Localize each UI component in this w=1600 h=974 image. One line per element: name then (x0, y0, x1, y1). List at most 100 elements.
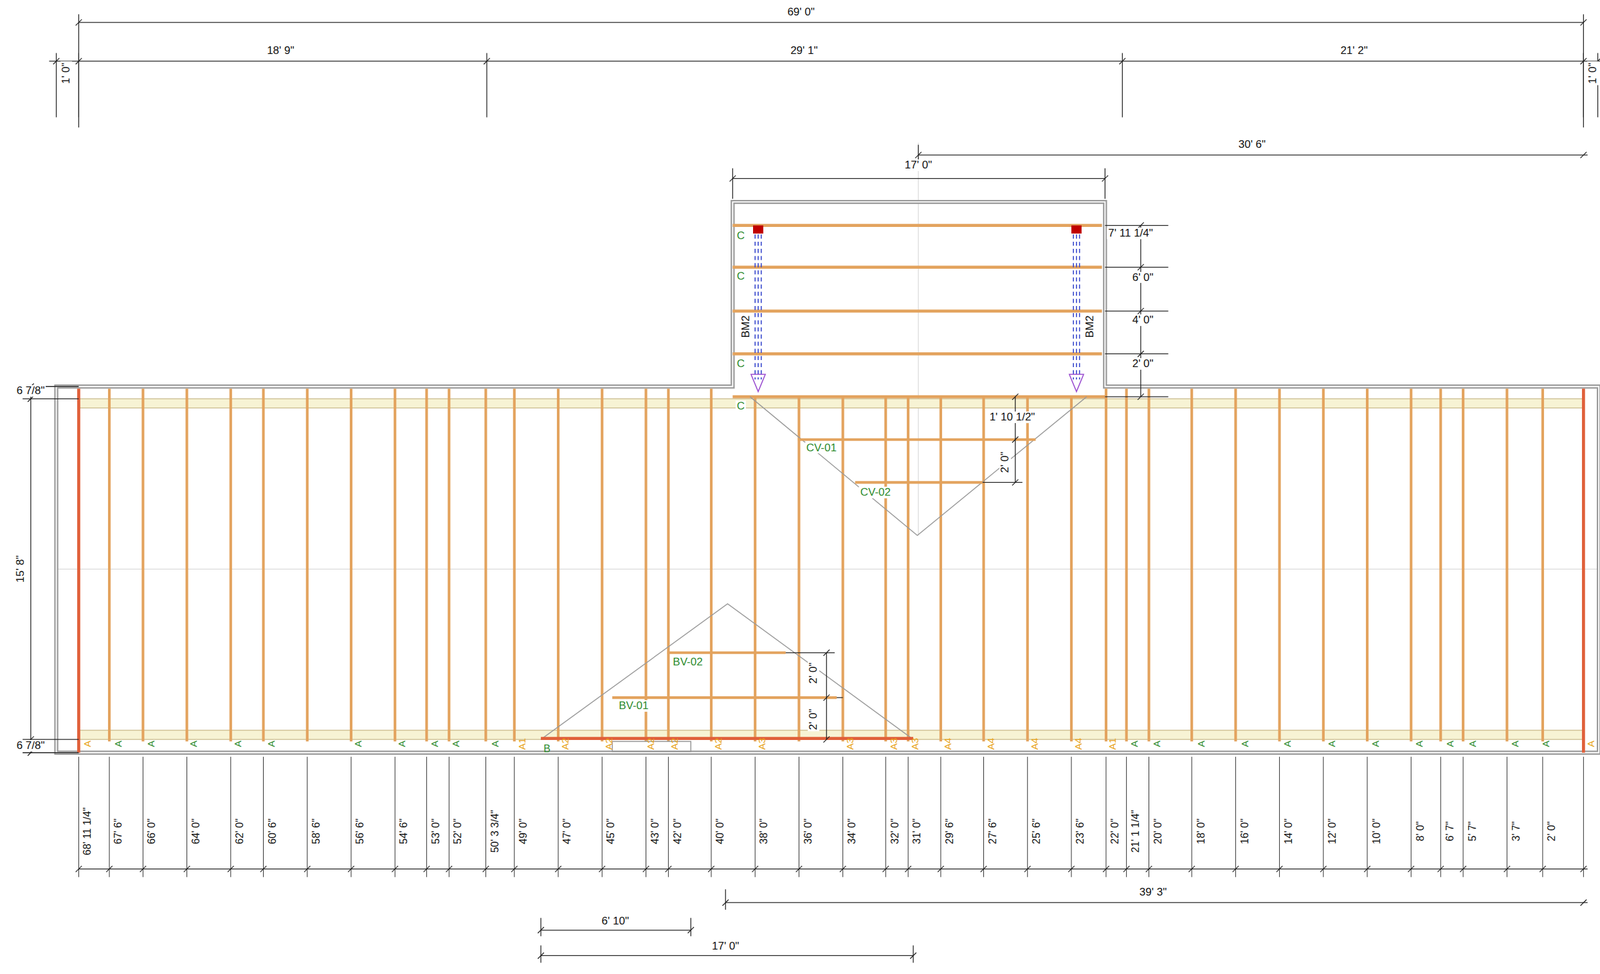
member-tag: A (450, 739, 462, 749)
rafter (393, 388, 397, 742)
member-tag: A (429, 739, 440, 749)
extension-line (1104, 225, 1168, 226)
extension-line (109, 756, 110, 878)
dimension-text: 7' 11 1/4" (1106, 227, 1154, 240)
dimension-tick (1119, 57, 1127, 65)
dimension-text: 36' 0" (802, 817, 814, 846)
dimension-line (918, 154, 1588, 155)
dimension-text: 8' 0" (1414, 820, 1426, 844)
rafter (753, 396, 757, 742)
dimension-text: 69' 0" (785, 6, 816, 19)
dimension-tick (1137, 351, 1145, 358)
dimension-text: 17' 0" (903, 159, 934, 172)
rafter (884, 396, 887, 742)
dimension-tick (1137, 308, 1145, 315)
dimension-text: 21' 1 1/4" (1130, 809, 1142, 855)
member-tag: C (735, 400, 746, 413)
dimension-tick (1012, 393, 1019, 400)
member-tag: C (735, 358, 746, 371)
dimension-text: 68' 11 1/4" (82, 806, 94, 857)
dimension-text: 17' 0" (710, 941, 741, 954)
member-tag: A3 (909, 736, 921, 752)
dimension-text: 20' 0" (1153, 817, 1164, 846)
extension-line (486, 52, 487, 118)
member-tag: A2 (713, 736, 724, 752)
extension-line (540, 945, 541, 964)
dimension-tick (1137, 393, 1145, 400)
dimension-text: 6 7/8" (15, 740, 47, 752)
dimension-tick (1145, 866, 1153, 873)
dimension-text: 54' 6" (398, 817, 410, 846)
dimension-tick (1504, 866, 1511, 873)
member-tag: A (1282, 739, 1294, 749)
rafter (1125, 388, 1128, 742)
extension-line (668, 756, 669, 878)
dimension-text: 58' 6" (310, 817, 322, 846)
extension-line (55, 52, 57, 118)
rafter (1104, 388, 1108, 742)
beam-line (1079, 234, 1081, 380)
dimension-tick (1407, 866, 1415, 873)
dimension-tick (1320, 866, 1327, 873)
dimension-tick (1363, 866, 1371, 873)
dimension-text: 3' 7" (1510, 820, 1522, 844)
dimension-text: 32' 0" (889, 817, 901, 846)
dimension-tick (1102, 866, 1110, 873)
dimension-tick (1459, 866, 1467, 873)
member-tag: A (1129, 739, 1141, 749)
member-tag: A (1445, 739, 1456, 749)
dimension-tick (554, 866, 562, 873)
rafter (1461, 388, 1465, 742)
member-tag: A1 (1107, 736, 1118, 752)
member-tag: A (490, 739, 501, 749)
member-tag: C (735, 270, 746, 283)
member-tag: A2 (560, 736, 571, 752)
extension-line (1104, 353, 1168, 355)
member-tag: A (82, 739, 94, 749)
dimension-text: 2' 0" (807, 707, 820, 732)
rafter (1365, 388, 1369, 742)
dimension-text: 45' 0" (605, 817, 617, 846)
extension-line (690, 918, 692, 937)
dimension-tick (537, 953, 545, 960)
dimension-tick (839, 866, 847, 873)
dimension-text: 40' 0" (715, 817, 727, 846)
dimension-tick (53, 57, 60, 65)
member-tag: CV-02 (859, 486, 892, 499)
dimension-text: 31' 0" (911, 817, 923, 846)
extension-line (732, 168, 734, 200)
rafter (108, 388, 111, 742)
rafter (600, 388, 604, 742)
dimension-text: 12' 0" (1327, 817, 1339, 846)
member-tag: BV-02 (671, 656, 704, 669)
valley-line (540, 603, 914, 740)
dimension-text: 47' 0" (562, 817, 573, 846)
dimension-tick (1024, 866, 1031, 873)
extension-line (350, 756, 352, 878)
dimension-tick (446, 866, 453, 873)
rafter (1147, 388, 1150, 742)
dimension-text: 22' 0" (1109, 817, 1121, 846)
dimension-line (540, 955, 914, 957)
valley-member (667, 651, 786, 655)
dimension-tick (1580, 57, 1588, 65)
member-tag: A4 (985, 736, 997, 752)
member-tag: A (189, 739, 200, 749)
dimension-text: 1' 0" (1587, 61, 1599, 86)
dimension-line (826, 652, 828, 740)
extension-line (940, 756, 941, 878)
dimension-tick (882, 866, 889, 873)
dimension-text: 2' 0" (807, 661, 820, 686)
rafter (1278, 388, 1282, 742)
rafter (556, 388, 560, 742)
member-tag: A3 (756, 736, 768, 752)
extension-line (1235, 756, 1237, 878)
member-tag: A (145, 739, 157, 749)
dimension-text: 2' 0" (999, 450, 1011, 474)
extension-line (485, 756, 487, 878)
dimension-tick (140, 866, 147, 873)
rafter (1234, 388, 1237, 742)
dimension-tick (106, 866, 113, 873)
dimension-tick (598, 866, 606, 873)
end-rafter (1581, 388, 1586, 753)
